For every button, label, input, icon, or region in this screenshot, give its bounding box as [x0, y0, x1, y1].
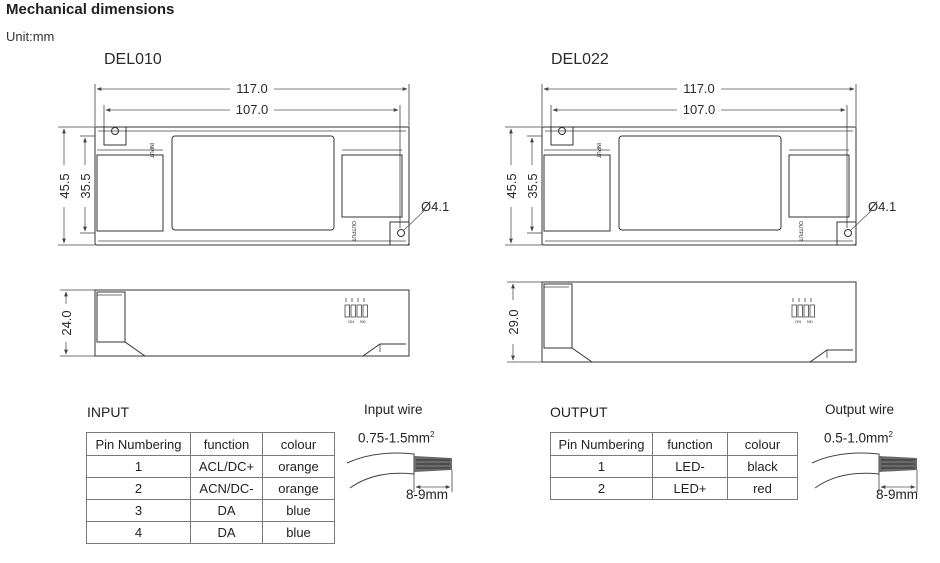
pin-colour: red [727, 477, 798, 500]
dim-height-inner: 35.5 [525, 173, 540, 198]
table-header-row: Pin Numbering function colour [86, 432, 335, 456]
pin-number: 2 [86, 477, 191, 500]
port-input-label: INPUT [148, 143, 154, 158]
table-row: 3 DA blue [86, 499, 335, 522]
table-row: 4 DA blue [86, 521, 335, 544]
port-input-label: INPUT [595, 143, 601, 158]
model-name-del022: DEL022 [551, 51, 609, 68]
dip-switch: ON ND [344, 298, 368, 324]
dim-thickness: 24.0 [59, 310, 74, 335]
output-wire-illustration [811, 452, 918, 492]
dim-length-inner: 107.0 [683, 102, 716, 117]
model-del022-drawing: DEL022 117.0 107.0 INPUT OUTPUT Ø4.1 [504, 51, 896, 363]
output-wire-title: Output wire [825, 402, 895, 417]
pin-colour: black [727, 455, 798, 478]
input-pin-table: Pin Numbering function colour 1 ACL/DC+ … [86, 432, 335, 544]
header-pin-numbering: Pin Numbering [550, 432, 653, 456]
pin-function: ACL/DC+ [190, 455, 263, 478]
table-header-row: Pin Numbering function colour [550, 432, 798, 456]
switch-label-nd: ND [807, 319, 813, 324]
input-wire-strip-length: 8-9mm [406, 487, 449, 502]
dim-hole: Ø4.1 [868, 199, 896, 214]
header-function: function [190, 432, 263, 456]
header-colour: colour [262, 432, 335, 456]
input-wire-title: Input wire [364, 402, 423, 417]
pin-function: LED+ [652, 477, 728, 500]
switch-label-on: ON [795, 319, 801, 324]
dim-height-inner: 35.5 [78, 173, 93, 198]
header-colour: colour [727, 432, 798, 456]
table-row: 2 LED+ red [550, 477, 798, 500]
dim-thickness: 29.0 [506, 309, 521, 334]
dim-height-outer: 45.5 [57, 173, 72, 198]
output-wire-strip-length: 8-9mm [876, 487, 919, 502]
pin-function: ACN/DC- [190, 477, 263, 500]
output-wire-gauge: 0.5-1.0mm2 [824, 430, 893, 446]
table-row: 1 LED- black [550, 455, 798, 478]
pin-number: 1 [550, 455, 653, 478]
port-output-label: OUTPUT [797, 221, 803, 242]
pin-function: LED- [652, 455, 728, 478]
switch-label-nd: ND [360, 319, 366, 324]
pin-colour: blue [262, 499, 335, 522]
pin-number: 1 [86, 455, 191, 478]
model-del010-drawing: DEL010 117.0 107.0 INPUT OUTPUT [57, 51, 449, 357]
input-table-label: INPUT [87, 404, 129, 420]
table-row: 2 ACN/DC- orange [86, 477, 335, 500]
pin-colour: orange [262, 455, 335, 478]
input-wire-gauge: 0.75-1.5mm2 [358, 430, 435, 446]
pin-function: DA [190, 521, 263, 544]
switch-label-on: ON [348, 319, 354, 324]
pin-colour: orange [262, 477, 335, 500]
dim-height-outer: 45.5 [504, 173, 519, 198]
pin-number: 4 [86, 521, 191, 544]
dim-length-inner: 107.0 [236, 102, 269, 117]
port-output-label: OUTPUT [350, 221, 356, 242]
unit-label: Unit:mm [6, 29, 55, 44]
dim-length-outer: 117.0 [683, 81, 715, 96]
pin-colour: blue [262, 521, 335, 544]
pin-number: 2 [550, 477, 653, 500]
output-table-label: OUTPUT [550, 404, 608, 420]
input-wire-illustration [346, 452, 453, 492]
header-function: function [652, 432, 728, 456]
pin-number: 3 [86, 499, 191, 522]
section-title: Mechanical dimensions [6, 1, 175, 18]
table-row: 1 ACL/DC+ orange [86, 455, 335, 478]
dim-hole: Ø4.1 [421, 199, 449, 214]
pin-function: DA [190, 499, 263, 522]
dip-switch: ON ND [791, 298, 815, 324]
header-pin-numbering: Pin Numbering [86, 432, 191, 456]
output-pin-table: Pin Numbering function colour 1 LED- bla… [550, 432, 798, 500]
model-name-del010: DEL010 [104, 51, 162, 68]
dim-length-outer: 117.0 [236, 81, 268, 96]
